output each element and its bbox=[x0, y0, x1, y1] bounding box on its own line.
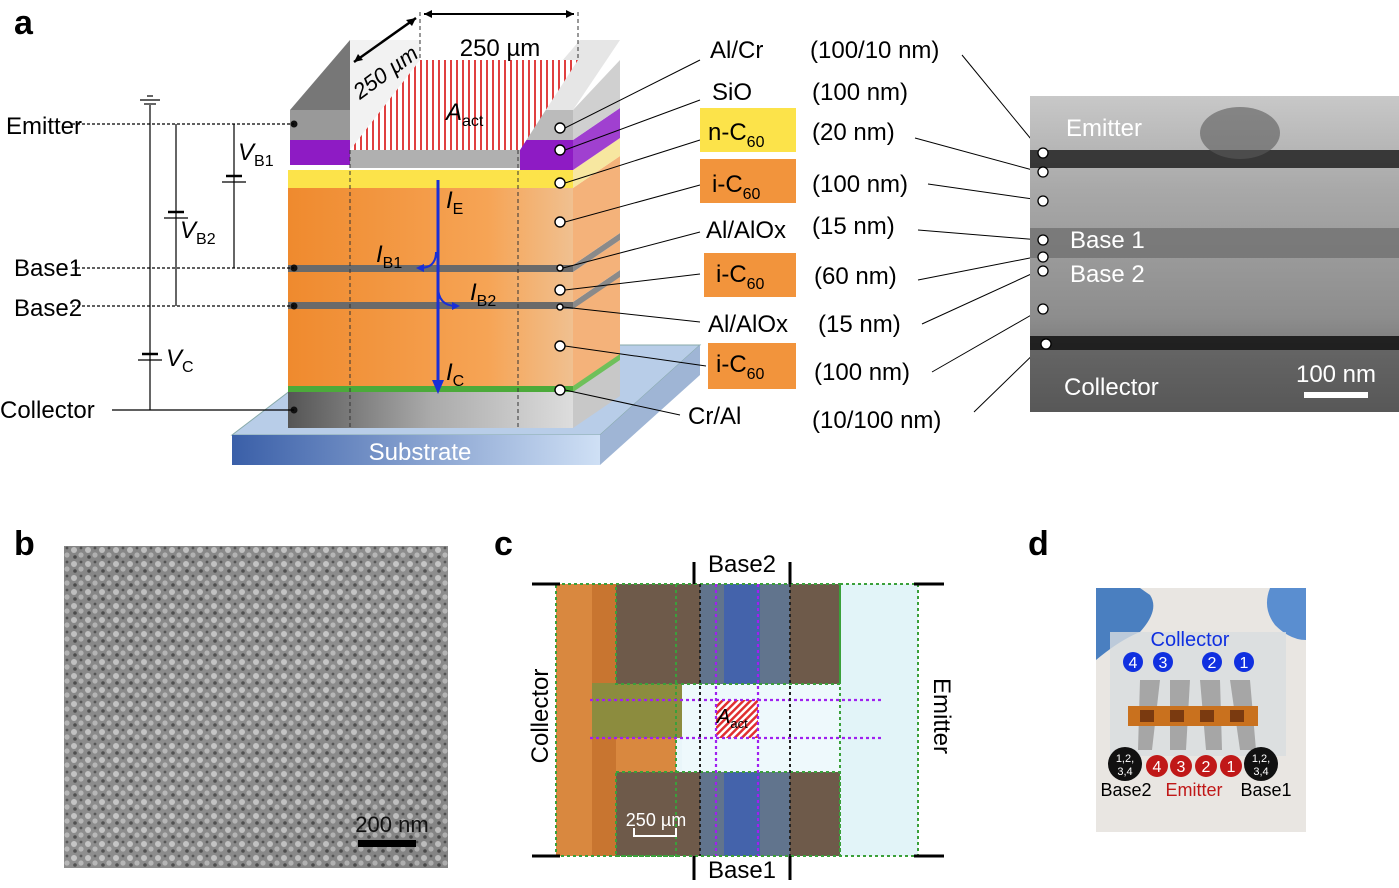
collector-pad-1: 1 bbox=[1240, 655, 1249, 672]
layer-name-8: Cr/Al bbox=[688, 403, 741, 430]
base2-pad-line2: 3,4 bbox=[1117, 766, 1132, 778]
layer-thickness-0: (100/10 nm) bbox=[810, 37, 939, 64]
tem-scale-bar bbox=[1304, 392, 1368, 398]
layer-thickness-6: (15 nm) bbox=[818, 311, 901, 338]
current-ic: IC bbox=[446, 359, 464, 390]
base1-pad-line2: 3,4 bbox=[1253, 766, 1268, 778]
tem-base1: Base 1 bbox=[1070, 227, 1145, 254]
photo-base1-label: Base1 bbox=[1240, 780, 1291, 800]
micrograph-scale-label: 250 µm bbox=[626, 810, 686, 830]
micrograph-collector: Collector bbox=[527, 669, 554, 764]
layer-thickness-3: (100 nm) bbox=[812, 171, 908, 198]
micrograph-base2: Base2 bbox=[708, 551, 776, 578]
photo-collector-label: Collector bbox=[1151, 629, 1230, 651]
circuit bbox=[72, 95, 294, 411]
panel-label-d: d bbox=[1028, 525, 1049, 563]
layer-thickness-4: (15 nm) bbox=[812, 213, 895, 240]
micrograph-emitter: Emitter bbox=[928, 678, 955, 754]
layer-name-1: SiO bbox=[712, 79, 752, 106]
layer-name-7: i-C60 bbox=[716, 351, 765, 383]
terminal-collector: Collector bbox=[0, 397, 95, 424]
layer-name-6: Al/AlOx bbox=[708, 311, 788, 338]
photo-base2-label: Base2 bbox=[1100, 780, 1151, 800]
sem-image: 200 nm bbox=[64, 546, 448, 868]
panel-label-b: b bbox=[14, 525, 35, 563]
sem-scale-bar bbox=[358, 840, 416, 847]
tem-base2: Base 2 bbox=[1070, 261, 1145, 288]
base2-pad-line1: 1,2, bbox=[1116, 753, 1134, 765]
current-ib2: IB2 bbox=[470, 279, 496, 310]
voltage-vb2: VB2 bbox=[180, 217, 216, 248]
layer-name-4: Al/AlOx bbox=[706, 217, 786, 244]
emitter-pad-2: 2 bbox=[1202, 759, 1211, 776]
width-top-label: 250 µm bbox=[460, 35, 541, 62]
layer-name-5: i-C60 bbox=[716, 261, 765, 293]
terminal-base1: Base1 bbox=[14, 255, 82, 282]
layer-name-0: Al/Cr bbox=[710, 37, 763, 64]
micrograph-area: Aact bbox=[716, 706, 748, 731]
layer-legend: Al/Cr SiO n-C60 i-C60 Al/AlOx i-C60 Al/A… bbox=[562, 37, 1045, 434]
current-ie: IE bbox=[446, 187, 463, 218]
layer-name-2: n-C60 bbox=[708, 119, 765, 151]
tem-collector: Collector bbox=[1064, 374, 1159, 401]
emitter-pad-3: 3 bbox=[1177, 759, 1186, 776]
collector-pad-2: 2 bbox=[1208, 655, 1217, 672]
sem-scale-label: 200 nm bbox=[355, 812, 428, 837]
layer-thickness-2: (20 nm) bbox=[812, 119, 895, 146]
terminal-emitter: Emitter bbox=[6, 113, 82, 140]
collector-pad-4: 4 bbox=[1129, 655, 1138, 672]
tem-image: Emitter Base 1 Base 2 Collector 100 nm bbox=[1030, 96, 1399, 412]
tem-emitter: Emitter bbox=[1066, 115, 1142, 142]
layer-name-3: i-C60 bbox=[712, 171, 761, 203]
voltage-vb1: VB1 bbox=[238, 139, 274, 170]
photo-emitter-label: Emitter bbox=[1165, 780, 1222, 800]
emitter-pad-1: 1 bbox=[1227, 759, 1236, 776]
base1-pad-line1: 1,2, bbox=[1252, 753, 1270, 765]
micrograph-base1: Base1 bbox=[708, 857, 776, 883]
panel-label-c: c bbox=[494, 525, 513, 563]
micrograph: Base2 Base1 Collector Emitter Aact 250 µ… bbox=[527, 551, 955, 884]
voltage-vc: VC bbox=[166, 345, 194, 376]
collector-pad-3: 3 bbox=[1159, 655, 1168, 672]
active-area-label: Aact bbox=[444, 99, 484, 130]
layer-thickness-7: (100 nm) bbox=[814, 359, 910, 386]
device-photo: Collector 4 3 2 1 1,2, 3,4 1,2, 3,4 4 3 … bbox=[1096, 588, 1306, 832]
emitter-pad-4: 4 bbox=[1153, 759, 1162, 776]
micrograph-scale-bar bbox=[633, 828, 677, 837]
current-ib1: IB1 bbox=[376, 241, 402, 272]
layer-thickness-8: (10/100 nm) bbox=[812, 407, 941, 434]
panel-label-a: a bbox=[14, 4, 34, 42]
layer-thickness-5: (60 nm) bbox=[814, 263, 897, 290]
layer-thickness-1: (100 nm) bbox=[812, 79, 908, 106]
device-stack: Substrate bbox=[230, 10, 702, 466]
substrate-label: Substrate bbox=[369, 439, 472, 466]
terminal-base2: Base2 bbox=[14, 295, 82, 322]
tem-scale-label: 100 nm bbox=[1296, 361, 1376, 388]
